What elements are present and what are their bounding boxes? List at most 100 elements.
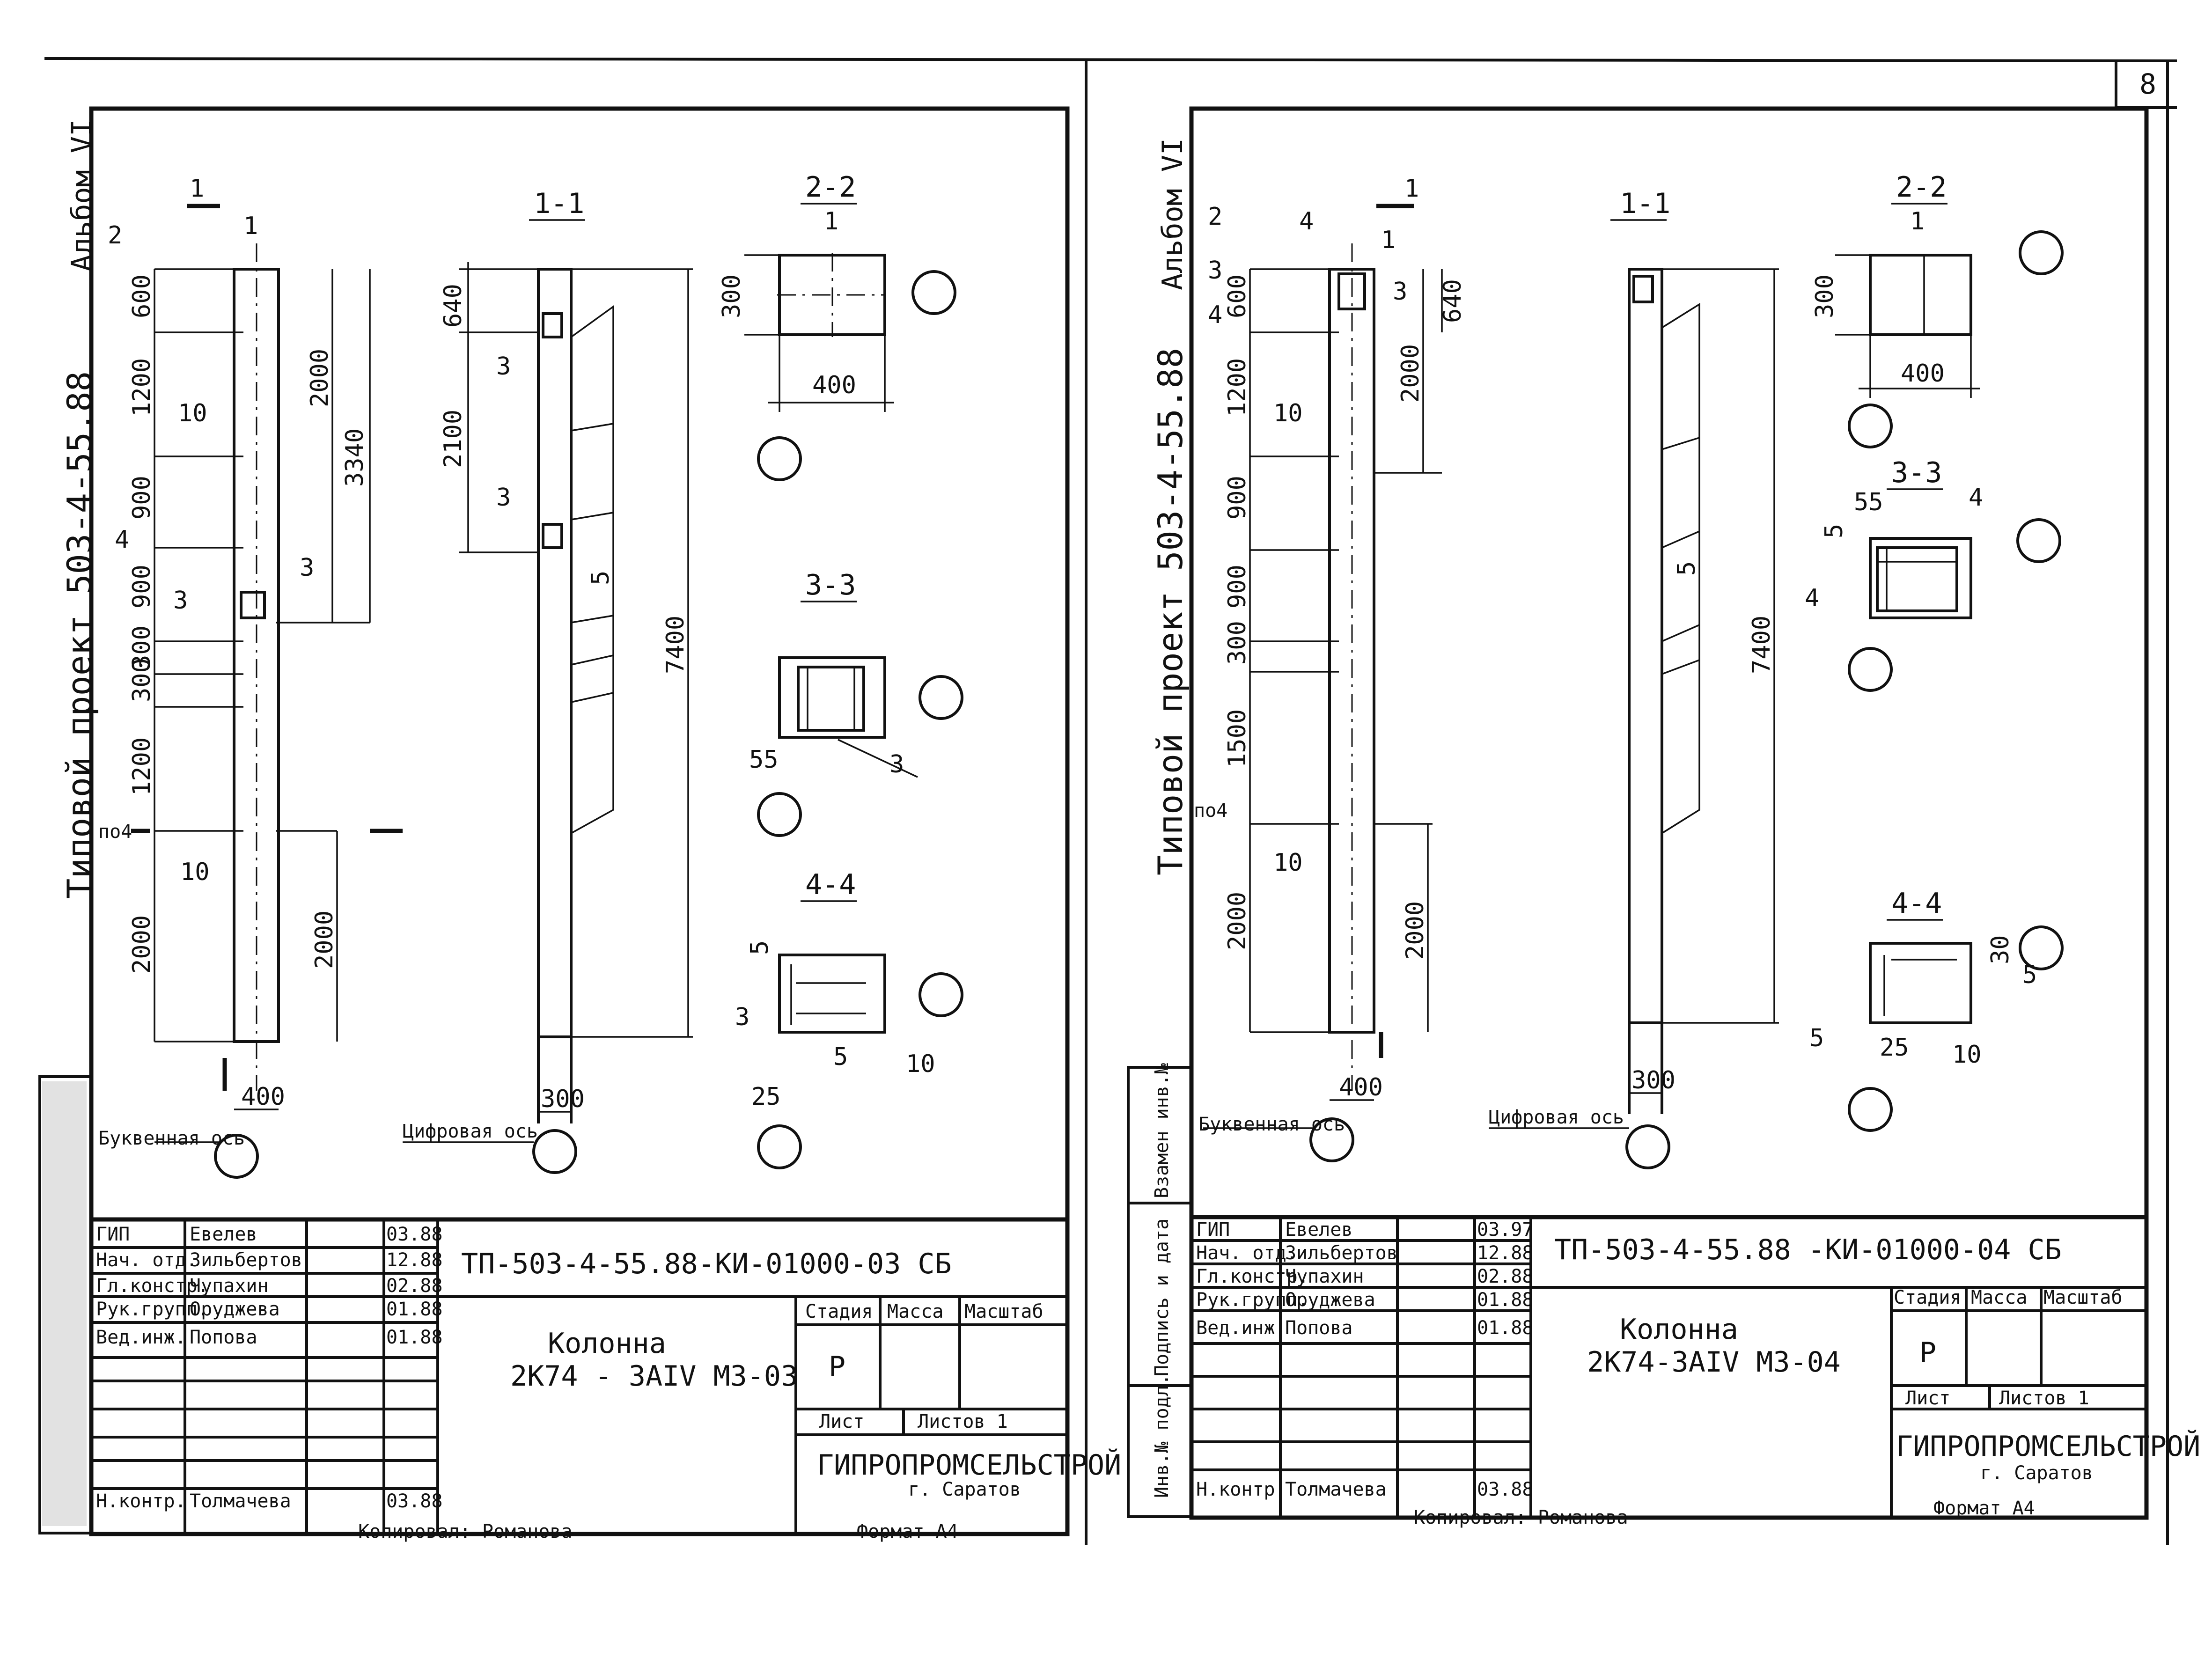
dim-3340: 3340 [341, 428, 369, 487]
drawing-name-1: Колонна [1620, 1313, 1738, 1346]
staff-date-0: 03.97 [1477, 1219, 1533, 1241]
org-name: ГИПРОПРОМСЕЛЬСТРОЙ [1896, 1429, 2200, 1463]
staff-role-4: Вед.инж. [1196, 1317, 1286, 1339]
dim-2000-b: 2000 [306, 349, 334, 407]
staff-name-4: Попова [1285, 1317, 1353, 1339]
sheets-label: Листов 1 [1999, 1387, 2089, 1409]
section-title-4-4: 4-4 [805, 868, 856, 901]
section-title-3-3: 3-3 [1891, 456, 1942, 489]
project-label: Типовой проект 503-4-55.88 [60, 371, 99, 899]
org-city: г. Саратов [1980, 1462, 2093, 1484]
callout-3: 3 [735, 1003, 750, 1031]
callout-10: 10 [906, 1050, 935, 1078]
dim-900-a: 900 [128, 476, 156, 520]
sheets-label: Листов 1 [918, 1411, 1008, 1432]
stamp-replaced: Взамен инв.№ [1151, 1063, 1173, 1198]
staff-role-2: Гл.констр. [1196, 1266, 1309, 1287]
section-title-1-1: 1-1 [534, 187, 584, 220]
staff-name-0: Евелев [1285, 1219, 1353, 1241]
callout-4: 4 [1299, 207, 1314, 235]
callout-4-left: 4 [1805, 584, 1819, 612]
format-label: Формат А4 [1933, 1498, 2035, 1519]
mass-header: Масса [1971, 1287, 2027, 1308]
org-city: г. Саратов [908, 1479, 1021, 1500]
dim-1500: 1500 [1223, 709, 1251, 768]
staff-name-4: Попова [190, 1327, 257, 1348]
section-title-4-4: 4-4 [1891, 887, 1942, 920]
axis-circle-right [919, 675, 963, 720]
axis-circle-letter [214, 1134, 259, 1179]
staff-name-3: Оруджева [190, 1299, 280, 1320]
dim-1200: 1200 [1223, 358, 1251, 417]
dim-55: 55 [749, 746, 779, 774]
elevation-view: 1 2 3 4 по4 600 1200 900 900 300 1500 20… [1194, 175, 1467, 1162]
drawing-name-2: 2К74-3АIV М3-04 [1587, 1346, 1841, 1379]
dim-900-b: 900 [128, 565, 156, 609]
section-3-3: 3-3 55 5 4 4 [1805, 456, 2061, 692]
drawing-name-2: 2К74 - 3АIV М3-03 [510, 1360, 798, 1393]
dim-25: 25 [1880, 1034, 1909, 1062]
scale-header: Масштаб [964, 1301, 1044, 1322]
axis-circle-digit [532, 1129, 577, 1174]
dim-25: 25 [751, 1083, 781, 1111]
callout-5: 5 [587, 571, 615, 585]
section-2-2: 2-2 300 400 1 [1811, 171, 2064, 448]
dim-1200-a: 1200 [128, 358, 156, 417]
section-mark-4: 4 [1208, 301, 1222, 329]
staff-role-0: ГИП [1196, 1219, 1230, 1241]
digit-axis-label: Цифровая ось [1489, 1107, 1624, 1128]
staff-date-4: 01.88 [386, 1327, 442, 1348]
staff-role-5: Н.контр. [1196, 1479, 1286, 1500]
right-sheet: Взамен инв.№ Подпись и дата Инв.№ подл. … [1127, 61, 2200, 1545]
callout-1: 1 [1910, 207, 1925, 235]
callout-1: 1 [824, 207, 838, 235]
axis-circle-right [2016, 518, 2061, 563]
copied-by: Копировал: Романова [1414, 1507, 1628, 1528]
staff-name-5: Толмачева [190, 1490, 291, 1512]
staff-role-2: Гл.констр. [96, 1275, 209, 1297]
axis-circle-digit [1625, 1124, 1670, 1169]
staff-date-1: 12.88 [1477, 1242, 1533, 1264]
elevation-view: 1 2 3 4 по4 600 1200 900 900 300 300 120… [98, 175, 403, 1179]
callout-1: 1 [243, 212, 258, 240]
copied-by: Копировал: Романова [358, 1521, 573, 1542]
section-mark-po4: по4 [98, 821, 132, 843]
org-name: ГИПРОПРОМСЕЛЬСТРОЙ [817, 1448, 1121, 1482]
staff-name-2: Чупахин [190, 1275, 269, 1297]
stage-header: Стадия [1894, 1287, 1962, 1308]
staff-role-4: Вед.инж. [96, 1327, 186, 1348]
axis-circle-right [2019, 230, 2064, 275]
dim-400: 400 [1901, 360, 1945, 388]
album-label: Альбом VI [66, 119, 98, 272]
letter-axis-label: Буквенная ось [98, 1128, 245, 1149]
dim-300: 300 [718, 274, 746, 318]
section-2-2: 2-2 300 400 1 [718, 171, 956, 481]
section-title-1-1: 1-1 [1620, 187, 1670, 220]
dim-2000-c: 2000 [310, 910, 338, 969]
dim-55: 55 [1854, 488, 1883, 516]
dim-7400: 7400 [1748, 616, 1776, 674]
section-title-3-3: 3-3 [805, 569, 856, 602]
axis-circle-bottom [1848, 404, 1893, 448]
dim-5: 5 [1820, 524, 1848, 538]
dim-640: 640 [1439, 279, 1467, 323]
staff-role-3: Рук.групп. [1196, 1289, 1309, 1311]
axis-circle-letter [1309, 1117, 1354, 1162]
section-4-4: 4-4 5 25 3 5 10 [735, 868, 963, 1169]
section-1-1: 1-1 640 2100 7400 300 3 [403, 187, 693, 1174]
callout-10-top: 10 [178, 399, 207, 427]
staff-name-0: Евелев [190, 1224, 257, 1245]
dim-640: 640 [439, 284, 467, 328]
staff-date-3: 01.88 [1477, 1289, 1533, 1311]
callout-4-top: 4 [1969, 484, 1983, 512]
callout-10: 10 [1952, 1041, 1982, 1069]
axis-circle-bottom [757, 792, 802, 837]
staff-date-1: 12.88 [386, 1249, 442, 1271]
callout-3: 3 [1393, 278, 1407, 306]
callout-5-left: 5 [1809, 1024, 1824, 1052]
dim-300: 300 [1631, 1066, 1676, 1094]
page-number: 8 [2139, 68, 2156, 101]
stage-value: Р [1919, 1336, 1936, 1369]
staff-name-1: Зильбертов [190, 1249, 302, 1271]
